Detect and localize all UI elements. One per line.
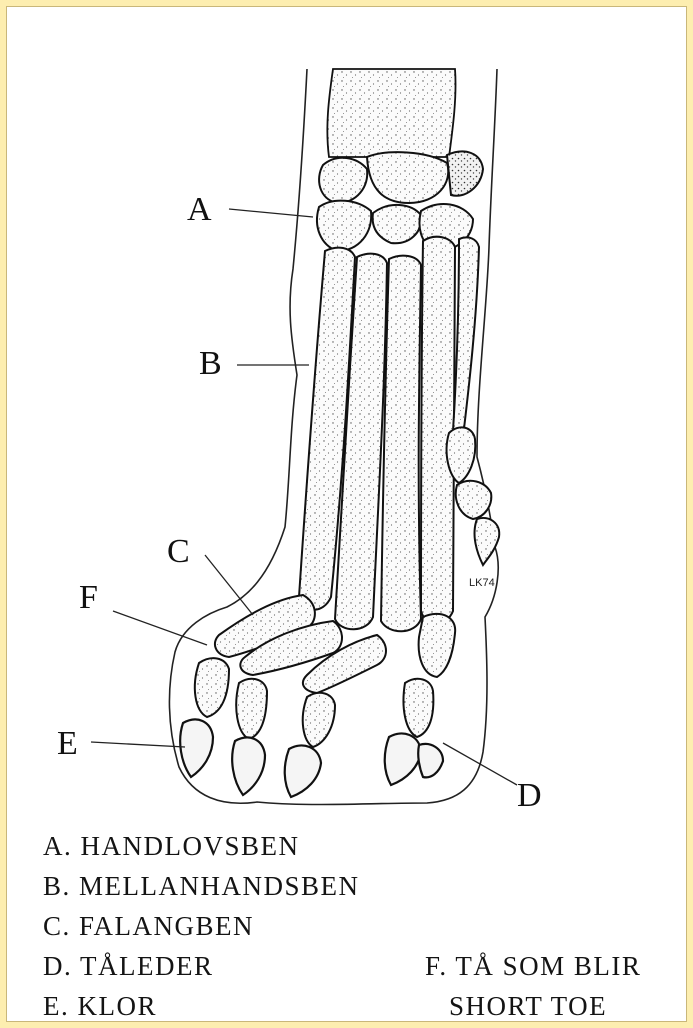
- callout-c: C: [167, 535, 190, 569]
- paw-skeleton-drawing: [7, 7, 687, 1022]
- artist-signature: LK74: [469, 577, 495, 589]
- legend-item-d: D. TÅLEDER: [43, 953, 214, 980]
- legend-item-e: E. KLOR: [43, 993, 157, 1020]
- legend-item-c: C. FALANGBEN: [43, 913, 254, 940]
- callout-f: F: [79, 581, 98, 615]
- legend-item-a: A. HANDLOVSBEN: [43, 833, 300, 860]
- diagram-panel: A B C F E D LK74 A. HANDLOVSBEN B. MELLA…: [6, 6, 687, 1022]
- callout-a: A: [187, 193, 212, 227]
- legend-item-f-line2: SHORT TOE: [449, 993, 607, 1020]
- legend-item-b: B. MELLANHANDSBEN: [43, 873, 360, 900]
- callout-e: E: [57, 727, 78, 761]
- callout-d: D: [517, 779, 542, 813]
- callout-b: B: [199, 347, 222, 381]
- forearm-bone: [327, 69, 455, 157]
- legend-item-f-line1: F. TÅ SOM BLIR: [425, 953, 641, 980]
- carpal-bones: [317, 151, 483, 251]
